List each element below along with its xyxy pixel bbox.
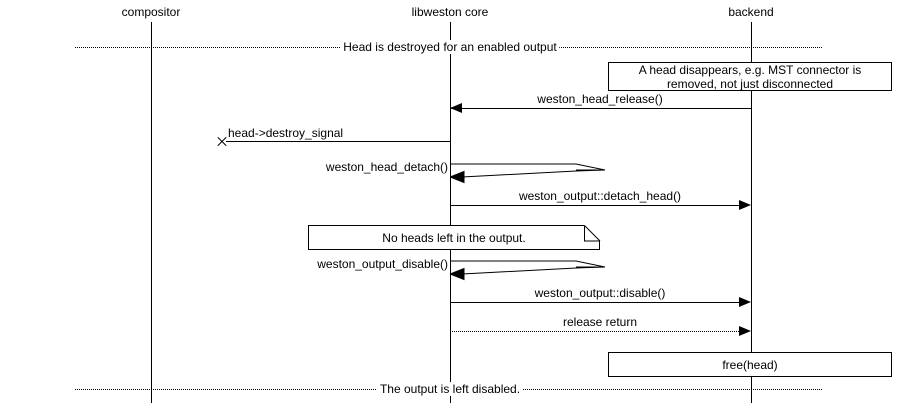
message-line-weston-head-release <box>450 108 751 109</box>
selfcall-weston-output-disable <box>448 255 615 286</box>
separator-label-top: Head is destroyed for an enabled output <box>340 40 560 54</box>
participant-label-compositor: compositor <box>121 5 181 19</box>
message-line-head-destroy-signal <box>226 141 450 142</box>
selfcall-weston-output-disable-svg <box>448 260 606 281</box>
selfcall-weston-head-detach-svg <box>448 163 606 184</box>
note-free-head-text: free(head) <box>722 357 778 372</box>
participant-label-backend: backend <box>728 5 774 19</box>
message-label-weston-output-disable: weston_output::disable() <box>534 286 666 300</box>
note-head-disappears-line1: A head disappears, e.g. MST connector is <box>638 62 862 77</box>
separator-label-bottom: The output is left disabled. <box>376 382 524 396</box>
message-line-weston-output-detach-head <box>450 205 747 206</box>
message-label-weston-head-detach: weston_head_detach() <box>325 160 448 174</box>
arrowhead-weston-output-disable <box>739 297 751 307</box>
message-label-head-destroy-signal: head->destroy_signal <box>228 126 344 140</box>
note-head-disappears-text: A head disappears, e.g. MST connector is… <box>615 63 885 91</box>
arrowhead-weston-head-release <box>450 103 462 113</box>
message-label-release-return: release return <box>562 315 638 329</box>
lifeline-backend <box>751 22 752 403</box>
note-no-heads-left-text: No heads left in the output. <box>382 230 526 245</box>
arrowhead-weston-output-detach-head <box>739 200 751 210</box>
message-label-weston-output-detach-head: weston_output::detach_head() <box>518 189 682 203</box>
lifeline-compositor <box>151 22 152 403</box>
note-fold-corner-icon <box>584 225 601 242</box>
message-label-weston-head-release: weston_head_release() <box>537 92 663 106</box>
note-head-disappears-line2: removed, not just disconnected <box>666 76 834 91</box>
message-label-weston-output-disable-self: weston_output_disable() <box>317 257 448 271</box>
note-head-disappears: A head disappears, e.g. MST connector is… <box>608 62 892 91</box>
participant-label-libweston-core: libweston core <box>411 5 489 19</box>
message-line-release-return <box>450 331 747 332</box>
arrowhead-release-return <box>739 326 751 336</box>
message-line-weston-output-disable <box>450 302 747 303</box>
lost-message-x-icon <box>216 135 228 147</box>
selfcall-weston-head-detach <box>448 158 615 189</box>
note-no-heads-left: No heads left in the output. <box>308 225 600 250</box>
lifeline-libweston-core <box>450 22 451 403</box>
note-free-head: free(head) <box>608 352 892 377</box>
